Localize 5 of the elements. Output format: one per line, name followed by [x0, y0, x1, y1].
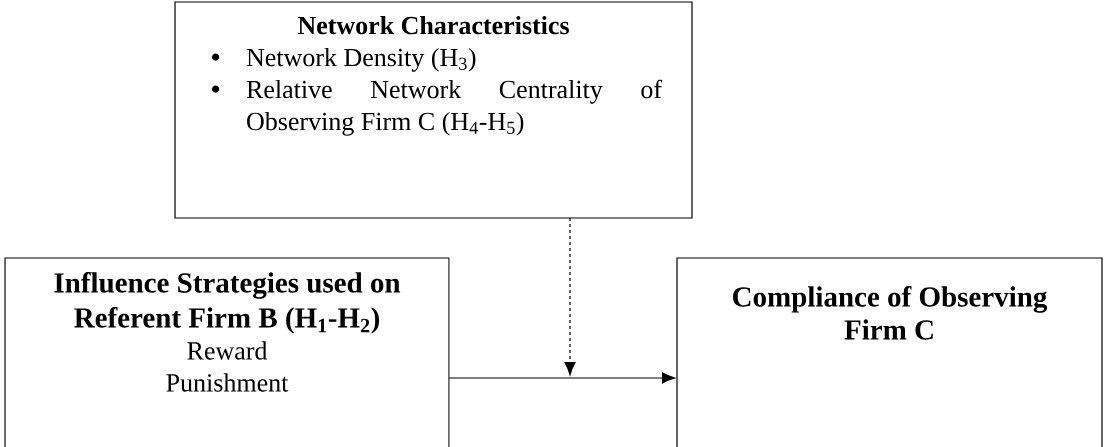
construct-box: Influence Strategies used on Referent Firm B (H$_{1}$-H$_{2}$) Reward Punishment	[4, 257, 450, 447]
arrow	[564, 217, 576, 376]
construct-box: Network Characteristics Network Density (H$_{3}$) Relative Network Centrality of Observing Firm C (H$_{4}$-H$_{5}$)	[174, 1, 693, 219]
arrow	[448, 372, 676, 384]
construct-box: Compliance of Observing Firm C	[676, 257, 1103, 447]
